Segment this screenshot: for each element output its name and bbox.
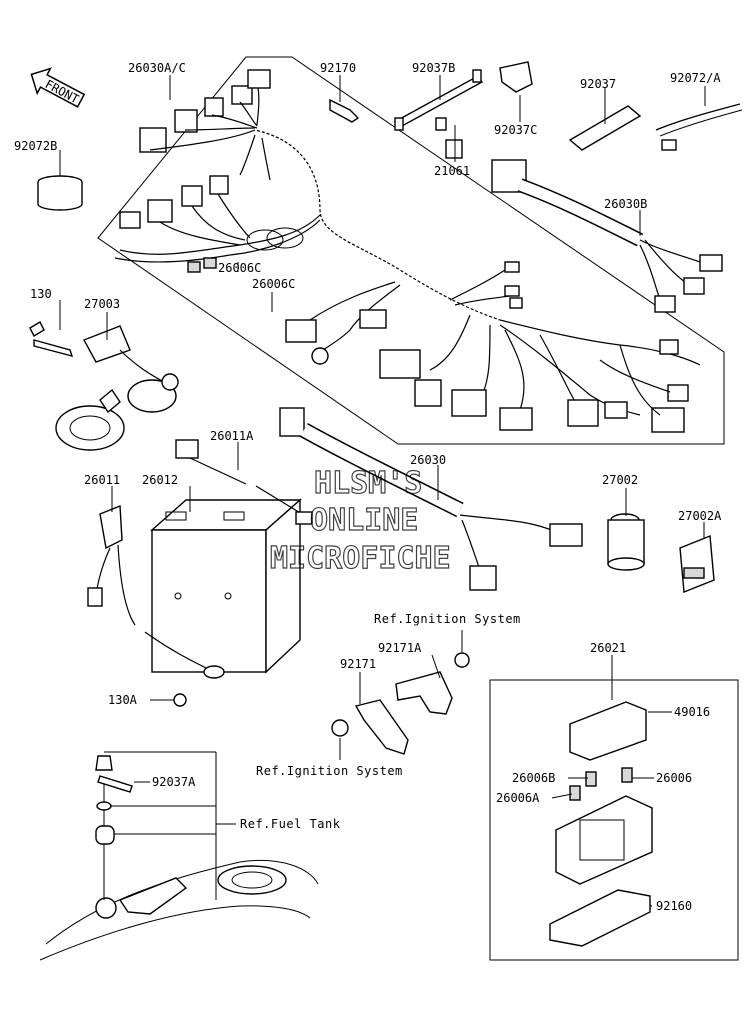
- label-130: 130: [30, 287, 52, 301]
- label-26006c-1: 26006C: [218, 261, 261, 275]
- label-26030: 26030: [410, 453, 446, 467]
- clamp-92037c: [499, 61, 533, 93]
- ref-ignition-bottom[interactable]: Ref.Ignition System: [256, 764, 403, 778]
- label-26006c-2: 26006C: [252, 277, 295, 291]
- cable-26011a: [175, 439, 313, 525]
- ref-fuel-tank[interactable]: Ref.Fuel Tank: [240, 817, 341, 831]
- label-26011a: 26011A: [210, 429, 254, 443]
- label-26021: 26021: [590, 641, 626, 655]
- band-92072a: [655, 103, 743, 151]
- main-harness: [114, 69, 701, 433]
- clamp-92170: [329, 98, 360, 123]
- harness-26030: [279, 407, 583, 591]
- label-27002a: 27002A: [678, 509, 722, 523]
- label-130a: 130A: [108, 693, 138, 707]
- label-26006: 26006: [656, 771, 692, 785]
- label-27003: 27003: [84, 297, 120, 311]
- sub-harness-26030b: [491, 159, 723, 313]
- front-arrow-icon: FRONT: [30, 67, 86, 108]
- label-26006b: 26006B: [512, 771, 555, 785]
- relay-27002: [607, 513, 645, 571]
- label-26011: 26011: [84, 473, 120, 487]
- bracket-92171a: [395, 652, 470, 715]
- harness-outline: [97, 56, 725, 445]
- watermark-line-2: ONLINE: [310, 503, 418, 538]
- fuse-box-26021: [549, 701, 653, 947]
- relay-27002a: [679, 535, 715, 593]
- bolt-130: [29, 321, 45, 337]
- bracket-92171: [331, 699, 409, 755]
- label-26006a: 26006A: [496, 791, 540, 805]
- label-27002: 27002: [602, 473, 638, 487]
- label-92072b: 92072B: [14, 139, 57, 153]
- label-92171a: 92171A: [378, 641, 422, 655]
- label-92037b: 92037B: [412, 61, 455, 75]
- label-21061: 21061: [434, 164, 470, 178]
- label-49016: 49016: [674, 705, 710, 719]
- label-26030b: 26030B: [604, 197, 647, 211]
- bolt-130a: [173, 693, 187, 707]
- label-92170: 92170: [320, 61, 356, 75]
- connector-21061: [445, 139, 463, 159]
- watermark-line-3: MICROFICHE: [270, 541, 451, 576]
- label-26030ac: 26030A/C: [128, 61, 186, 75]
- fuel-tank-area: [39, 751, 319, 961]
- label-92037c: 92037C: [494, 123, 537, 137]
- battery-26012: [150, 498, 302, 674]
- label-92037: 92037: [580, 77, 616, 91]
- ref-ignition-top[interactable]: Ref.Ignition System: [374, 612, 521, 626]
- clamp-92037: [568, 105, 642, 151]
- label-92171: 92171: [340, 657, 376, 671]
- bracket-92037b: [394, 69, 484, 131]
- label-92072a: 92072/A: [670, 71, 721, 85]
- label-92160: 92160: [656, 899, 692, 913]
- watermark-line-1: HLSM'S: [314, 466, 422, 501]
- horn-27003: [33, 325, 179, 451]
- fuse-box-frame: [489, 679, 739, 961]
- sleeve-92072b: [37, 175, 83, 211]
- label-26012: 26012: [142, 473, 178, 487]
- cable-26011: [87, 504, 225, 679]
- label-92037a: 92037A: [152, 775, 196, 789]
- leader-lines: [59, 75, 706, 907]
- front-label: FRONT: [43, 77, 81, 106]
